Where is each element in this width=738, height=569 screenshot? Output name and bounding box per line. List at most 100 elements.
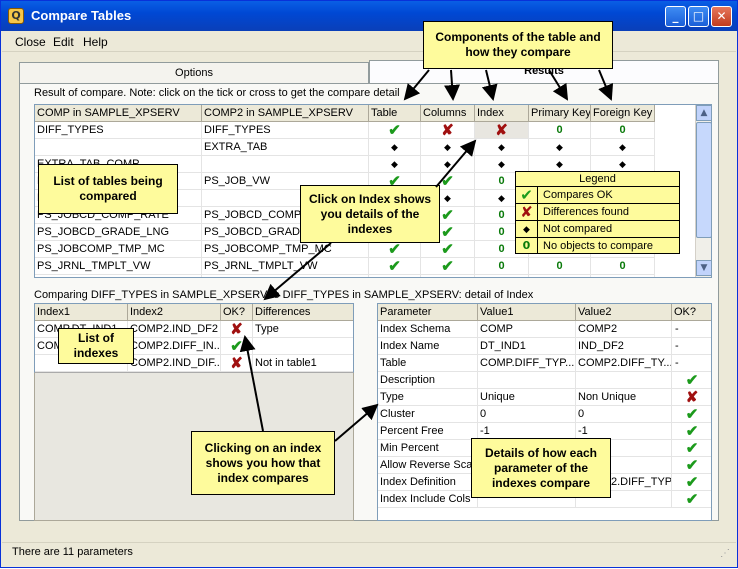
tab-options[interactable]: Options xyxy=(19,62,369,84)
column-header[interactable]: Index2 xyxy=(128,304,221,321)
tick-icon[interactable]: ✔ xyxy=(495,275,508,277)
tick-icon[interactable]: ✔ xyxy=(520,186,533,204)
column-header[interactable]: Differences xyxy=(253,304,353,321)
cross-icon[interactable]: ✘ xyxy=(230,355,243,372)
tick-icon[interactable]: ✔ xyxy=(441,275,454,277)
column-header[interactable]: Value1 xyxy=(478,304,576,321)
compare-cell-table[interactable]: ◆ xyxy=(369,156,421,173)
compare-cell-index[interactable]: ✔ xyxy=(475,275,529,277)
column-header[interactable]: Value2 xyxy=(576,304,672,321)
parameter-name-cell: Min Percent xyxy=(378,440,478,457)
parameter-ok-cell: - xyxy=(672,321,711,338)
column-header[interactable]: Columns xyxy=(421,105,475,122)
cross-icon[interactable]: ✘ xyxy=(230,321,243,338)
column-header[interactable]: COMP2 in SAMPLE_XPSERV xyxy=(202,105,369,122)
compare-cell-pk[interactable]: 0 xyxy=(529,275,591,278)
compare-cell-columns[interactable]: ✘ xyxy=(421,122,475,139)
cross-icon[interactable]: ✘ xyxy=(441,122,454,139)
scroll-down-button[interactable]: ▼ xyxy=(696,260,711,276)
compare-cell-table[interactable]: ◆ xyxy=(369,139,421,156)
index-difference-cell: Type xyxy=(253,321,353,338)
column-header[interactable]: Parameter xyxy=(378,304,478,321)
status-bar: There are 11 parameters ⋰ xyxy=(2,542,736,566)
index2-cell[interactable]: COMP2.IND_DF2 xyxy=(128,321,221,338)
compare-cell-index[interactable]: ✘ xyxy=(475,122,529,139)
compare-cell-pk[interactable]: 0 xyxy=(529,258,591,275)
compare-cell-columns[interactable]: ◆ xyxy=(421,139,475,156)
compare-cell-index[interactable]: ◆ xyxy=(475,156,529,173)
compare-cell-columns[interactable]: ◆ xyxy=(421,190,475,207)
callout-components: Components of the table and how they com… xyxy=(423,21,613,69)
compare-cell-pk[interactable]: ◆ xyxy=(529,139,591,156)
tick-icon[interactable]: ✔ xyxy=(388,258,401,275)
tick-icon[interactable]: ✔ xyxy=(388,122,401,139)
column-header[interactable]: Index xyxy=(475,105,529,122)
scroll-thumb[interactable] xyxy=(696,122,711,238)
minimize-button[interactable]: _ xyxy=(665,6,686,27)
tick-icon[interactable]: ✔ xyxy=(685,457,699,474)
cross-icon[interactable]: ✘ xyxy=(495,122,508,139)
tick-icon[interactable]: ✔ xyxy=(441,173,454,190)
compare-cell-fk[interactable]: ◆ xyxy=(591,139,655,156)
compare-cell-index[interactable]: 0 xyxy=(475,258,529,275)
table-row-name-2: T1_SAME xyxy=(202,275,369,277)
index-ok-cell[interactable]: ✘ xyxy=(221,355,253,372)
menu-close[interactable]: Close xyxy=(15,35,46,49)
close-button[interactable]: ✕ xyxy=(711,6,732,27)
compare-cell-columns[interactable]: ◆ xyxy=(421,156,475,173)
compare-cell-columns[interactable]: ✔ xyxy=(421,224,475,241)
compare-cell-fk[interactable]: 0 xyxy=(591,258,655,275)
compare-cell-fk[interactable]: 0 xyxy=(591,122,655,139)
compare-cell-pk[interactable]: 0 xyxy=(529,122,591,139)
compare-cell-table[interactable]: ✔ xyxy=(369,258,421,275)
tick-icon[interactable]: ✔ xyxy=(685,406,699,423)
cross-icon[interactable]: ✘ xyxy=(685,389,699,406)
tick-icon[interactable]: ✔ xyxy=(441,207,454,224)
tick-icon[interactable]: ✔ xyxy=(685,423,699,440)
compare-cell-table[interactable]: ✔ xyxy=(369,275,421,277)
column-header[interactable]: OK? xyxy=(672,304,711,321)
index-ok-cell[interactable]: ✔ xyxy=(221,338,253,355)
column-header[interactable]: Foreign Key xyxy=(591,105,655,122)
tick-icon[interactable]: ✔ xyxy=(441,258,454,275)
no-objects-icon: 0 xyxy=(556,277,562,278)
compare-cell-fk[interactable]: 0 xyxy=(591,275,655,277)
tick-icon[interactable]: ✔ xyxy=(388,275,401,277)
tick-icon[interactable]: ✔ xyxy=(230,338,243,355)
compare-cell-table[interactable]: ✔ xyxy=(369,122,421,139)
compare-cell-table[interactable]: ✔ xyxy=(369,241,421,258)
maximize-button[interactable]: □ xyxy=(688,6,709,27)
tick-icon[interactable]: ✔ xyxy=(685,440,699,457)
tick-icon[interactable]: ✔ xyxy=(441,224,454,241)
compare-cell-columns[interactable]: ✔ xyxy=(421,207,475,224)
table-row-name-2: DIFF_TYPES xyxy=(202,122,369,139)
resize-grip-icon[interactable]: ⋰ xyxy=(720,548,730,559)
vertical-scrollbar[interactable]: ▲▼ xyxy=(695,105,711,277)
column-header[interactable]: Table xyxy=(369,105,421,122)
compare-cell-columns[interactable]: ✔ xyxy=(421,258,475,275)
column-header[interactable]: Primary Key xyxy=(529,105,591,122)
tick-icon[interactable]: ✔ xyxy=(685,474,699,491)
compare-cell-columns[interactable]: ✔ xyxy=(421,275,475,277)
tick-icon[interactable]: ✔ xyxy=(388,241,401,258)
column-header[interactable]: OK? xyxy=(221,304,253,321)
index2-cell[interactable]: COMP2.DIFF_IN... xyxy=(128,338,221,355)
menu-help[interactable]: Help xyxy=(83,35,108,49)
table-row-name-1: DIFF_TYPES xyxy=(35,122,202,139)
legend-title: Legend xyxy=(516,172,679,187)
scroll-up-button[interactable]: ▲ xyxy=(696,105,711,121)
index-ok-cell[interactable]: ✘ xyxy=(221,321,253,338)
not-compared-icon: ◆ xyxy=(498,193,505,203)
not-compared-icon: ◆ xyxy=(391,142,398,152)
compare-cell-index[interactable]: ◆ xyxy=(475,139,529,156)
column-header[interactable]: COMP in SAMPLE_XPSERV xyxy=(35,105,202,122)
tick-icon[interactable]: ✔ xyxy=(441,241,454,258)
tick-icon[interactable]: ✔ xyxy=(685,372,699,389)
menu-edit[interactable]: Edit xyxy=(53,35,74,49)
column-header[interactable]: Index1 xyxy=(35,304,128,321)
compare-cell-columns[interactable]: ✔ xyxy=(421,241,475,258)
cross-icon[interactable]: ✘ xyxy=(520,203,533,221)
tick-icon[interactable]: ✔ xyxy=(685,491,699,508)
index2-cell[interactable]: COMP2.IND_DIF... xyxy=(128,355,221,372)
